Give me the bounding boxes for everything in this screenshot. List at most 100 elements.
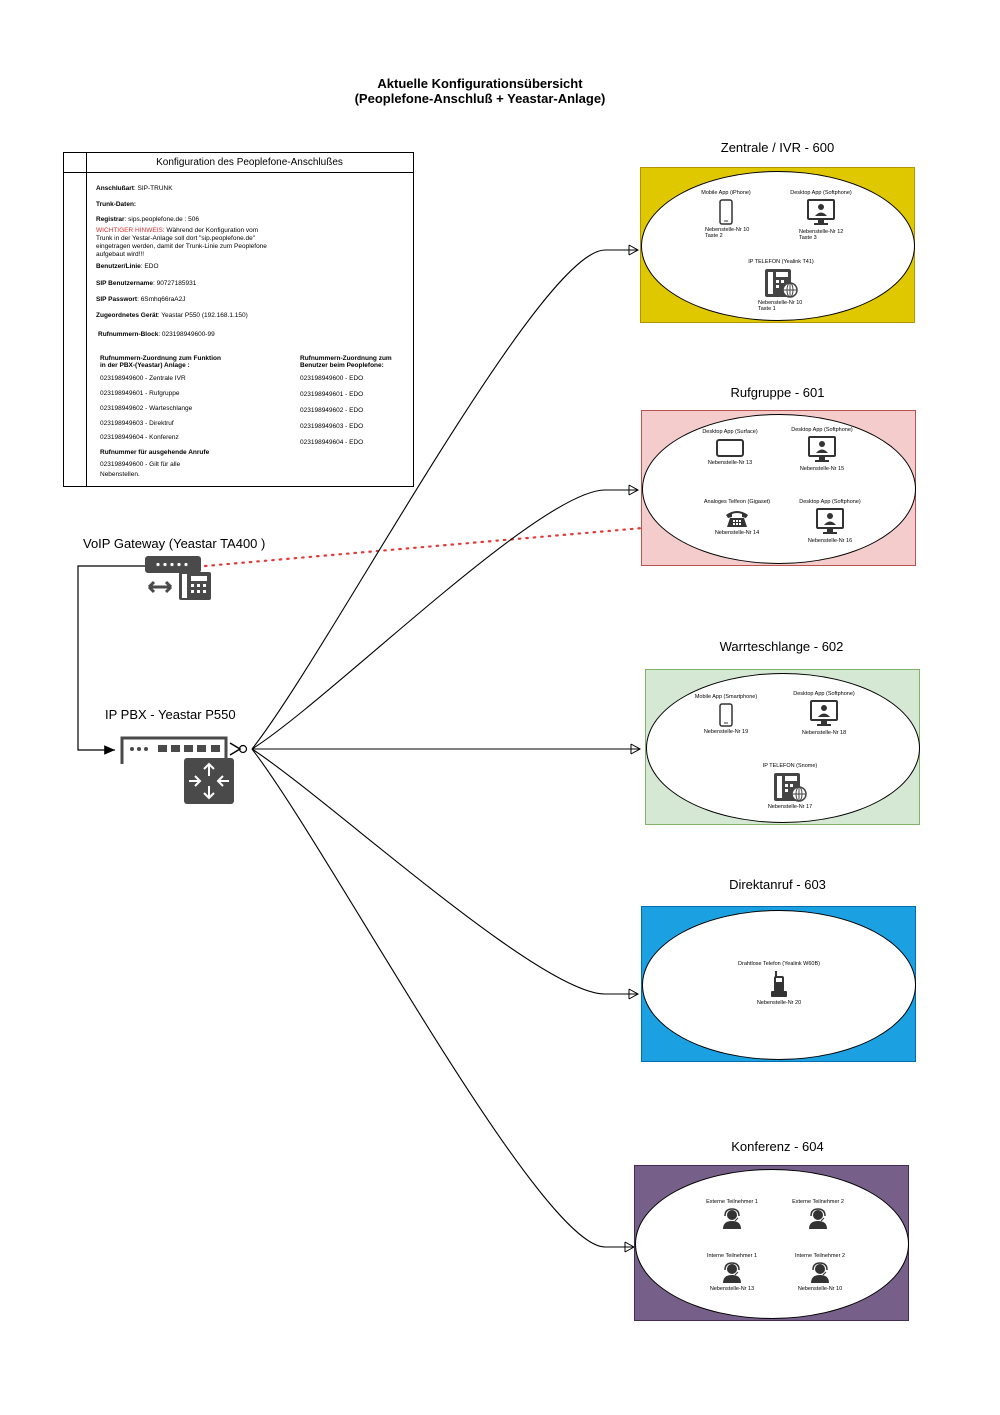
col1-item: 023198949600 - Zentrale IVR: [100, 375, 186, 382]
col2-item: 023198949604 - EDO: [300, 439, 364, 446]
gateway-pbx-link: [77, 565, 145, 755]
headset-user-icon: [723, 1261, 741, 1283]
tablet-icon: [716, 438, 744, 457]
col2-item: 023198949602 - EDO: [300, 407, 364, 414]
device-name: Desktop App (Softphone): [791, 427, 853, 433]
conference-external-2: Externe Teilnehmer 2: [783, 1199, 853, 1232]
gateway-icon: [145, 556, 211, 600]
device-mobile-smartphone: Mobile App (Smartphone) Nebenstelle-Nr 1…: [688, 694, 764, 735]
device-desktop-surface: Desktop App (Surface) Nebenstelle-Nr 13: [692, 429, 768, 466]
device-name: Desktop App (Softphone): [793, 691, 855, 697]
device-desktop-softphone-16: Desktop App (Softphone) Nebenstelle-Nr 1…: [790, 499, 870, 544]
sip-pass-label: SIP Passwort: [96, 296, 138, 303]
device-name: Mobile App (Smartphone): [694, 694, 758, 700]
device-ext: Nebenstelle-Nr 13: [707, 459, 753, 466]
desktop-user-icon: [808, 435, 836, 462]
device-analog-gigaset: Analoges Telfeon (Gigaset) Nebenstelle-N…: [697, 499, 777, 536]
col1-item: 023198949604 - Konferenz: [100, 434, 179, 441]
analog-phone-icon: [726, 510, 748, 527]
group-602: Mobile App (Smartphone) Nebenstelle-Nr 1…: [645, 669, 920, 825]
device-name: Desktop App (Softphone): [799, 499, 861, 505]
sip-user-label: SIP Benutzername: [96, 280, 153, 287]
smartphone-icon: [719, 702, 733, 727]
sip-user-value: : 90727185931: [152, 280, 197, 287]
warning-line-1: : Während der Konfiguration vom: [162, 227, 259, 234]
group-602-title: Warrteschlange - 602: [719, 639, 844, 654]
device-name: Analoges Telfeon (Gigaset): [703, 499, 771, 505]
group-601-title: Rufgruppe - 601: [730, 385, 825, 400]
block-label: Rufnummern-Block: [98, 331, 159, 338]
group-600-title: Zentrale / IVR - 600: [720, 140, 835, 155]
device-ip-phone-yealink: IP TELEFON (Yealink T41) Nebenstelle-Nr …: [736, 259, 826, 313]
ip-phone-icon: [774, 772, 807, 802]
col1-head-2: in der PBX-(Yeastar) Anlage :: [100, 362, 190, 369]
device-ext: Nebenstelle-Nr 20: [756, 999, 802, 1006]
device-name: IP TELEFON (Yealink T41): [748, 259, 814, 265]
device-desktop-softphone-15: Desktop App (Softphone) Nebenstelle-Nr 1…: [782, 427, 862, 472]
outgoing-line-2: Nebenstellen.: [100, 471, 140, 478]
gateway-analog-link: [203, 520, 714, 568]
device-name: Externe Teilnehmer 2: [792, 1199, 844, 1205]
device-desktop-softphone: Desktop App (Softphone) Nebenstelle-Nr 1…: [781, 190, 861, 242]
col2-item: 023198949603 - EDO: [300, 423, 364, 430]
col1-item: 023198949601 - Rufgruppe: [100, 390, 180, 397]
anschluss-value: : SIP-TRUNK: [133, 185, 173, 192]
device-ext: Nebenstelle-Nr 10: [705, 226, 750, 233]
pbx-fanout: [251, 249, 640, 1248]
config-panel: Konfiguration des Peoplefone-Anschlußes …: [63, 152, 414, 487]
trunk-label: Trunk-Daten:: [96, 201, 137, 208]
device-ext: Nebenstelle-Nr 18: [801, 729, 847, 736]
link-604: [251, 748, 634, 1248]
headset-user-icon: [723, 1207, 741, 1229]
conference-internal-1: Interne Teilnehmer 1 Nebenstelle-Nr 13: [697, 1253, 767, 1292]
group-604-ellipse: [635, 1169, 909, 1319]
device-ip-phone-snome: IP TELEFON (Snome) Nebenstelle-Nr 17: [750, 763, 830, 810]
group-600: Mobile App (iPhone) Nebenstelle-Nr 10 Ta…: [640, 167, 915, 323]
group-603: Drahtlose Telefon (Yealink W60B) Nebenst…: [641, 906, 916, 1062]
device-ext: Nebenstelle-Nr 17: [767, 803, 813, 810]
col1-head-1: Rufnummern-Zuordnung zum Funktion: [100, 355, 221, 362]
device-ext: Nebenstelle-Nr 12: [799, 228, 844, 235]
sip-pass-value: : 6Smhq66raA2J: [137, 296, 186, 303]
device-name: Mobile App (iPhone): [701, 190, 751, 196]
headset-user-icon: [811, 1261, 829, 1283]
registrar-label: Registrar: [96, 216, 125, 223]
block-value: : 023198949600-99: [158, 331, 215, 338]
warning-line-3: eingetragen werden, damit der Trunk-Lini…: [96, 243, 267, 250]
group-601: Desktop App (Surface) Nebenstelle-Nr 13 …: [641, 410, 916, 566]
col1-item: 023198949603 - Direktruf: [100, 420, 174, 427]
conference-external-1: Externe Teilnehmer 1: [697, 1199, 767, 1232]
device-ext: Nebenstelle-Nr 10: [797, 1285, 843, 1292]
device-ext: Nebenstelle-Nr 19: [703, 728, 749, 735]
device-ext: Nebenstelle-Nr 16: [807, 537, 853, 544]
col2-item: 023198949600 - EDO: [300, 375, 364, 382]
device-sub: Taste 1: [758, 306, 776, 312]
title-line-2: (Peoplefone-Anschluß + Yeastar-Anlage): [354, 91, 606, 106]
warning-line-2: Trunk in der Yestar-Anlage soll dort "si…: [96, 235, 256, 242]
col2-head-1: Rufnummern-Zuordnung zum: [300, 355, 392, 362]
desktop-user-icon: [810, 699, 838, 726]
conference-internal-2: Interne Teilnehmer 2 Nebenstelle-Nr 10: [785, 1253, 855, 1292]
group-604-title: Konferenz - 604: [731, 1139, 824, 1154]
device-ext: Nebenstelle-Nr 13: [709, 1285, 755, 1292]
group-601-ellipse: [642, 414, 916, 564]
device-name: Interne Teilnehmer 2: [794, 1253, 846, 1259]
warning-label: WICHTIGER HINWEIS: [96, 227, 163, 234]
col2-item: 023198949601 - EDO: [300, 391, 364, 398]
pbx-label: IP PBX - Yeastar P550: [105, 707, 236, 722]
device-name: Desktop App (Surface): [702, 429, 758, 435]
link-600: [251, 249, 638, 750]
link-601: [251, 489, 638, 750]
group-603-title: Direktanruf - 603: [729, 877, 826, 892]
device-mobile-iphone: Mobile App (iPhone) Nebenstelle-Nr 10 Ta…: [691, 190, 761, 240]
outgoing-label: Rufnummer für ausgehende Anrufe: [100, 449, 210, 456]
config-heading: Konfiguration des Peoplefone-Anschlußes: [64, 153, 413, 173]
device-name: Desktop App (Softphone): [790, 190, 852, 196]
device-desktop-softphone-18: Desktop App (Softphone) Nebenstelle-Nr 1…: [784, 691, 864, 736]
device-value: : Yeastar P550 (192.168.1.150): [157, 312, 248, 319]
device-ext: Nebenstelle-Nr 15: [799, 465, 845, 472]
device-ext: Nebenstelle-Nr 10: [758, 299, 803, 306]
device-sub: Taste 3: [799, 235, 817, 241]
device-sub: Taste 2: [705, 233, 723, 239]
gateway-label: VoIP Gateway (Yeastar TA400 ): [83, 536, 266, 551]
